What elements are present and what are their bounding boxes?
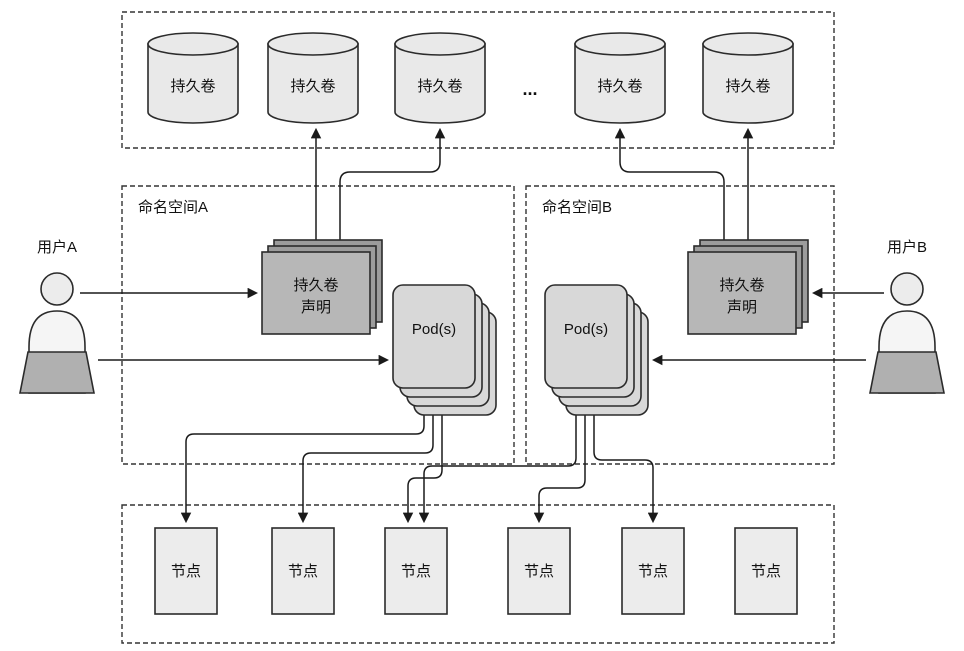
user-a-head (40, 272, 74, 306)
arrow-pvc-a-to-pv-3 (339, 127, 446, 240)
user-b-label: 用户B (887, 239, 927, 256)
node-rect (154, 527, 218, 615)
namespace-b-label: 命名空间B (542, 198, 612, 216)
namespace-a-container (121, 185, 515, 465)
node-box-1: 节点 (154, 527, 218, 615)
arrow-pods-a-to-node-2 (297, 413, 434, 524)
cylinder-top (147, 32, 239, 56)
persistent-volume-label: 持久卷 (725, 78, 770, 95)
node-label: 节点 (751, 563, 781, 580)
user-a-figure: 用户A (19, 239, 95, 394)
pods-stack-b: Pod(s) (544, 284, 649, 416)
laptop-icon (869, 351, 945, 394)
node-rect (734, 527, 798, 615)
pvc-b-label-line1: 持久卷 (719, 277, 764, 294)
node-rect (384, 527, 448, 615)
pvc-a-label-line2: 声明 (301, 298, 331, 316)
persistent-volumes-container (121, 11, 835, 149)
pvc-card-front (261, 251, 371, 335)
pods-b-label: Pod(s) (564, 321, 608, 338)
pvc-b-label-line2: 声明 (727, 298, 757, 316)
cylinder-top (702, 32, 794, 56)
node-label: 节点 (524, 563, 554, 580)
persistent-volume-label: 持久卷 (597, 78, 642, 95)
arrow-pods-b-to-node-5 (593, 413, 659, 524)
pod-card-front (392, 284, 476, 389)
cylinder-body (702, 43, 794, 124)
persistent-volume-cylinder-2: 持久卷 (267, 32, 359, 124)
node-rect (621, 527, 685, 615)
persistent-volume-cylinder-5: 持久卷 (702, 32, 794, 124)
node-label: 节点 (401, 563, 431, 580)
laptop-icon (19, 351, 95, 394)
cylinder-body (574, 43, 666, 124)
persistent-volume-cylinder-1: 持久卷 (147, 32, 239, 124)
nodes-container (121, 504, 835, 644)
pvc-stack-a: 持久卷 声明 (261, 239, 383, 335)
pods-stack-a: Pod(s) (392, 284, 497, 416)
cylinder-body (267, 43, 359, 124)
node-box-5: 节点 (621, 527, 685, 615)
persistent-volume-label: 持久卷 (417, 78, 462, 95)
node-label: 节点 (288, 563, 318, 580)
user-b-figure: 用户B (869, 239, 945, 394)
persistent-volume-cylinder-4: 持久卷 (574, 32, 666, 124)
node-label: 节点 (638, 563, 668, 580)
pvc-a-label-line1: 持久卷 (293, 277, 338, 294)
node-box-3: 节点 (384, 527, 448, 615)
user-a-label: 用户A (37, 239, 77, 256)
pvc-stack-b: 持久卷 声明 (687, 239, 809, 335)
arrow-pods-b-to-node-3 (418, 413, 577, 524)
pods-a-label: Pod(s) (412, 321, 456, 338)
pod-card-front (544, 284, 628, 389)
cylinder-body (147, 43, 239, 124)
cylinder-top (394, 32, 486, 56)
persistent-volume-label: 持久卷 (290, 78, 335, 95)
namespace-a-label: 命名空间A (138, 198, 208, 216)
persistent-volume-label: 持久卷 (170, 78, 215, 95)
node-rect (271, 527, 335, 615)
arrow-pods-b-to-node-4 (533, 413, 586, 524)
pvc-card-front (687, 251, 797, 335)
arrow-pvc-b-to-pv-4 (614, 127, 725, 240)
node-box-4: 节点 (507, 527, 571, 615)
node-rect (507, 527, 571, 615)
arrow-pods-a-to-node-3 (402, 413, 443, 524)
user-b-head (890, 272, 924, 306)
cylinder-body (394, 43, 486, 124)
persistent-volume-cylinder-3: 持久卷 (394, 32, 486, 124)
cylinder-top (574, 32, 666, 56)
node-box-6: 节点 (734, 527, 798, 615)
arrow-pods-a-to-node-1 (180, 413, 425, 524)
node-box-2: 节点 (271, 527, 335, 615)
namespace-b-container (525, 185, 835, 465)
node-label: 节点 (171, 563, 201, 580)
cylinder-top (267, 32, 359, 56)
ellipsis-label: ... (522, 79, 537, 99)
